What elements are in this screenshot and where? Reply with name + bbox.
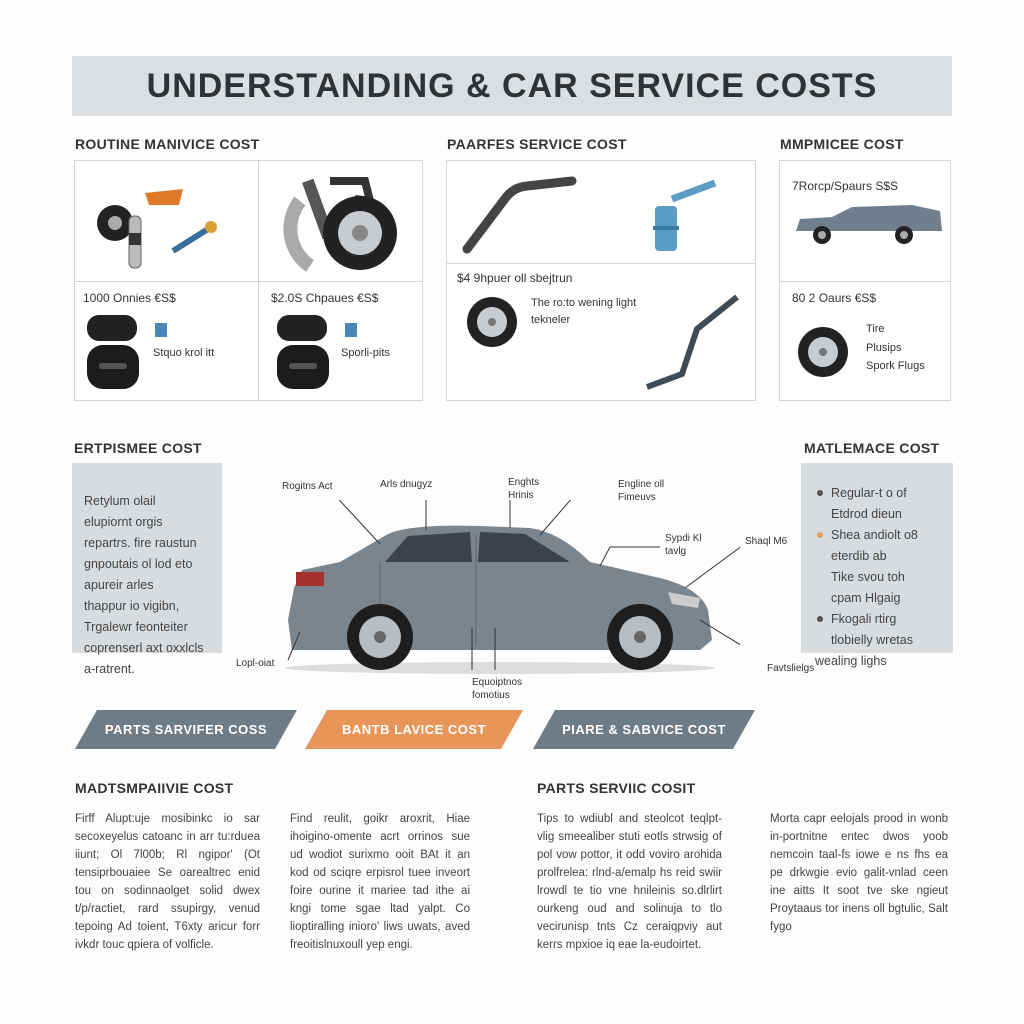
page-title: UNDERSTANDING & CAR SERVICE COSTS [72,56,952,116]
wheel-icon [798,327,848,377]
bullet-line: Fkogali rtirg [831,612,897,626]
bullet-line: cpam Hlgaig [831,591,901,605]
bullet-line: Tike svou toh [831,570,905,584]
wheel-icon [467,297,517,347]
bullet-item: Regular-t o of Etdrod dieun [817,483,943,525]
parts-box: $4 9hpuer oll sbejtrun The ro:to wening … [446,160,756,401]
panel-line: coprenserl axt oxxlcls [84,641,204,655]
parts-label-1: The ro:to wening light [531,297,637,309]
callout-label: Shaql M6 [745,536,788,547]
bullet-line: wealing lighs [815,654,887,668]
panel-line: gnpoutais ol lod eto [84,557,193,571]
callout-label: Arls dnugyz [380,479,433,490]
left-info-panel: Retylum olail elupiornt orgis repartrs. … [72,463,222,676]
tires-stack-icon [87,315,139,389]
right-panel-heading: MATLEMACE COST [804,440,940,456]
text-column: Find reulit, goikr aroxrit, Hiae ihoigin… [290,813,470,951]
hose-pipe-icon [462,176,717,254]
mmp-box: 7Rorcp/Spaurs S$S 80 2 Oaurs €S$ Tire Pl… [779,160,951,401]
routine-label-1: Stquo krol itt [153,347,215,359]
callout-label: Sypdi Kl tavlg [665,533,702,557]
callout-label: Enghts Hrinis [508,477,540,501]
bullet-line: eterdib ab [831,549,887,563]
bullet-item: Fkogali rtirg tlobielly wretas [817,609,943,651]
bullet-line: tlobielly wretas [831,633,913,647]
callout-label: Favtslielgs [767,663,815,674]
panel-line: Retylum olail [84,494,156,508]
panel-line: Trgalewr feonteiter [84,620,188,634]
mmp-label: Tire [866,323,885,335]
bullet-line: Shea andiolt o8 [831,528,918,542]
ribbon-parts-service-2: PIARE & SABVICE COST [533,710,755,749]
parts-price: $4 9hpuer oll sbejtrun [457,271,573,285]
ribbon-service-cost: BANTB LAVICE COST [305,710,523,749]
parts-heading: PAARFES SERVICE COST [447,136,627,152]
parts-icon [97,189,217,269]
left-panel-heading: ERTPISMEE COST [74,440,202,456]
parts-label-2: tekneler [531,314,571,326]
callout-label: Engline oll Fimeuvs [618,479,665,503]
tires-stack-icon [277,315,329,389]
right-info-panel: Regular-t o of Etdrod dieun Shea andiolt … [801,463,953,668]
panel-line: repartrs. fire raustun [84,536,197,550]
sedan-car-illustration [285,500,740,674]
callout-label: Rogitns Act [282,481,333,492]
text-column: Morta capr eelojals prood in wonb in-por… [770,813,948,933]
text-column: Firff Alupt:uje mosibinkc io sar secoxey… [75,813,260,951]
panel-line: thappur io vigibn, [84,599,180,613]
routine-price-2: $2.0S Chpaues €S$ [271,291,379,305]
routine-price-1: 1000 Onnies €S$ [83,291,176,305]
routine-label-2: Sporli-pits [341,347,390,359]
exhaust-pipe-icon [645,294,739,390]
text-column: Tips to wdiubl and steolcot teqlpt-vlig … [537,813,722,951]
mmp-label: Plusips [866,342,902,354]
car-icon [796,205,942,244]
mmp-price-2: 80 2 Oaurs €S$ [792,291,877,305]
callout-label: Equoiptnos fomotius [472,677,523,701]
panel-line: elupiornt orgis [84,515,163,529]
bullet-line: Etdrod dieun [831,507,902,521]
panel-line: apureir arles [84,578,154,592]
routine-box: 1000 Onnies €S$ $2.0S Chpaues €S$ Stquo … [74,160,423,401]
callout-label: Lopl-oiat [236,658,275,669]
bottom-left-heading: MADTSMPAIIVIE COST [75,780,234,796]
bottom-right-heading: PARTS SERVIIC COSIT [537,780,696,796]
mmp-label: Spork Flugs [866,360,925,372]
brake-wheel-icon [283,177,397,272]
mmp-heading: MMPMICEE COST [780,136,904,152]
small-part-icon [345,323,357,337]
bullet-line: Regular-t o of [831,486,907,500]
mmp-price-1: 7Rorcp/Spaurs S$S [792,179,899,193]
bullet-item: Shea andiolt o8 eterdib ab Tike svou toh cp… [817,525,943,609]
routine-heading: ROUTINE MANIVICE COST [75,136,260,152]
small-part-icon [155,323,167,337]
ribbon-parts-service: PARTS SARVIFER COSS [75,710,297,749]
panel-line: a-ratrent. [84,662,135,676]
